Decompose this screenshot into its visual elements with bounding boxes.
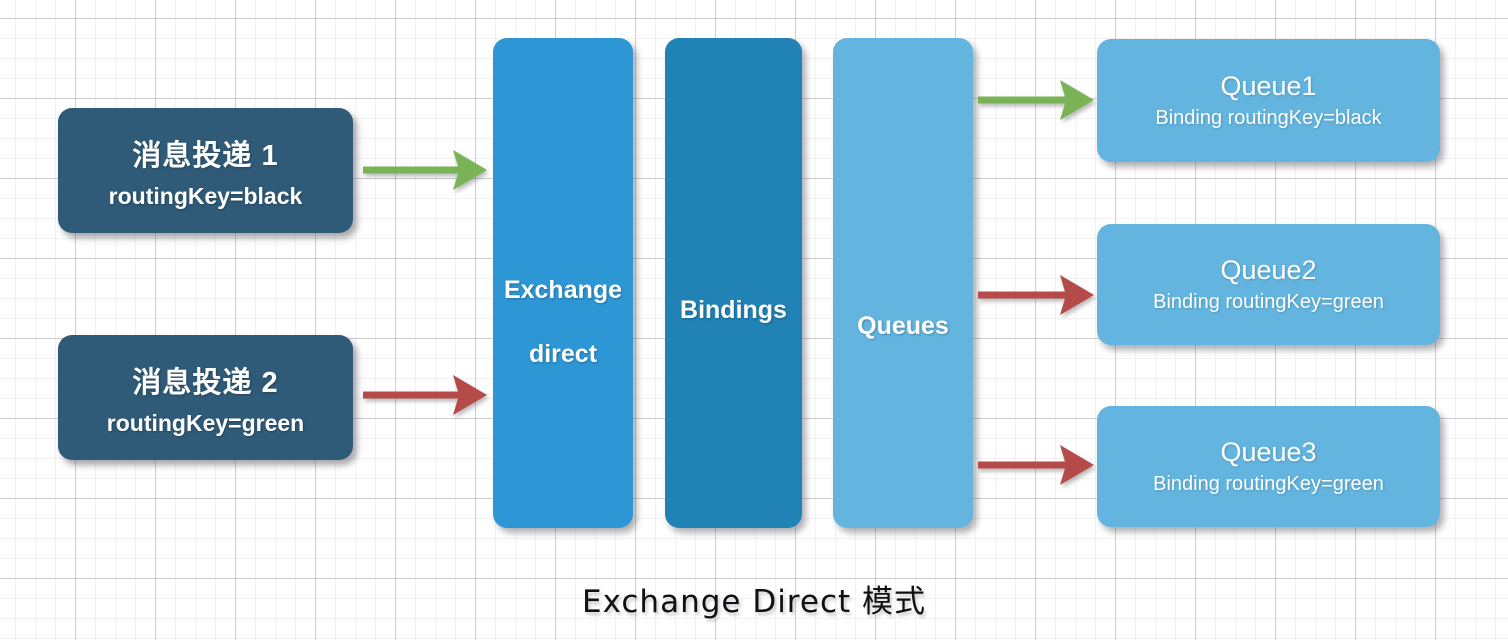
queue3-title: Queue3 — [1220, 437, 1317, 467]
queue2-title: Queue2 — [1220, 255, 1317, 285]
bindings-column: Bindings — [665, 38, 802, 528]
bindings-label: Bindings — [680, 296, 787, 324]
queue1-title: Queue1 — [1220, 71, 1317, 101]
producer-2-title: 消息投递 2 — [132, 366, 279, 399]
producer-box-2: 消息投递 2 routingKey=green — [58, 335, 353, 460]
producer-1-routing-key: routingKey=black — [108, 182, 303, 209]
producer-2-routing-key: routingKey=green — [106, 409, 305, 436]
exchange-column: Exchange direct — [493, 38, 633, 528]
producer-box-1: 消息投递 1 routingKey=black — [58, 108, 353, 233]
diagram-caption: Exchange Direct 模式 — [582, 584, 926, 620]
exchange-label-line1: Exchange — [503, 276, 623, 304]
arrow-to-queue1-icon — [978, 80, 1094, 120]
queue3-box: Queue3 Binding routingKey=green — [1097, 406, 1440, 527]
queue1-box: Queue1 Binding routingKey=black — [1097, 39, 1440, 162]
arrow-to-queue2-icon — [978, 275, 1094, 315]
exchange-label-line2: direct — [528, 340, 598, 368]
arrow-producer1-to-exchange-icon — [363, 150, 487, 190]
arrow-to-queue3-icon — [978, 445, 1094, 485]
queue1-binding: Binding routingKey=black — [1155, 107, 1382, 129]
producer-1-title: 消息投递 1 — [132, 139, 279, 172]
queues-column: Queues — [833, 38, 973, 528]
queue2-binding: Binding routingKey=green — [1153, 291, 1384, 313]
queue2-box: Queue2 Binding routingKey=green — [1097, 224, 1440, 345]
queue3-binding: Binding routingKey=green — [1153, 473, 1384, 495]
queues-label: Queues — [857, 312, 949, 340]
arrow-producer2-to-exchange-icon — [363, 375, 487, 415]
